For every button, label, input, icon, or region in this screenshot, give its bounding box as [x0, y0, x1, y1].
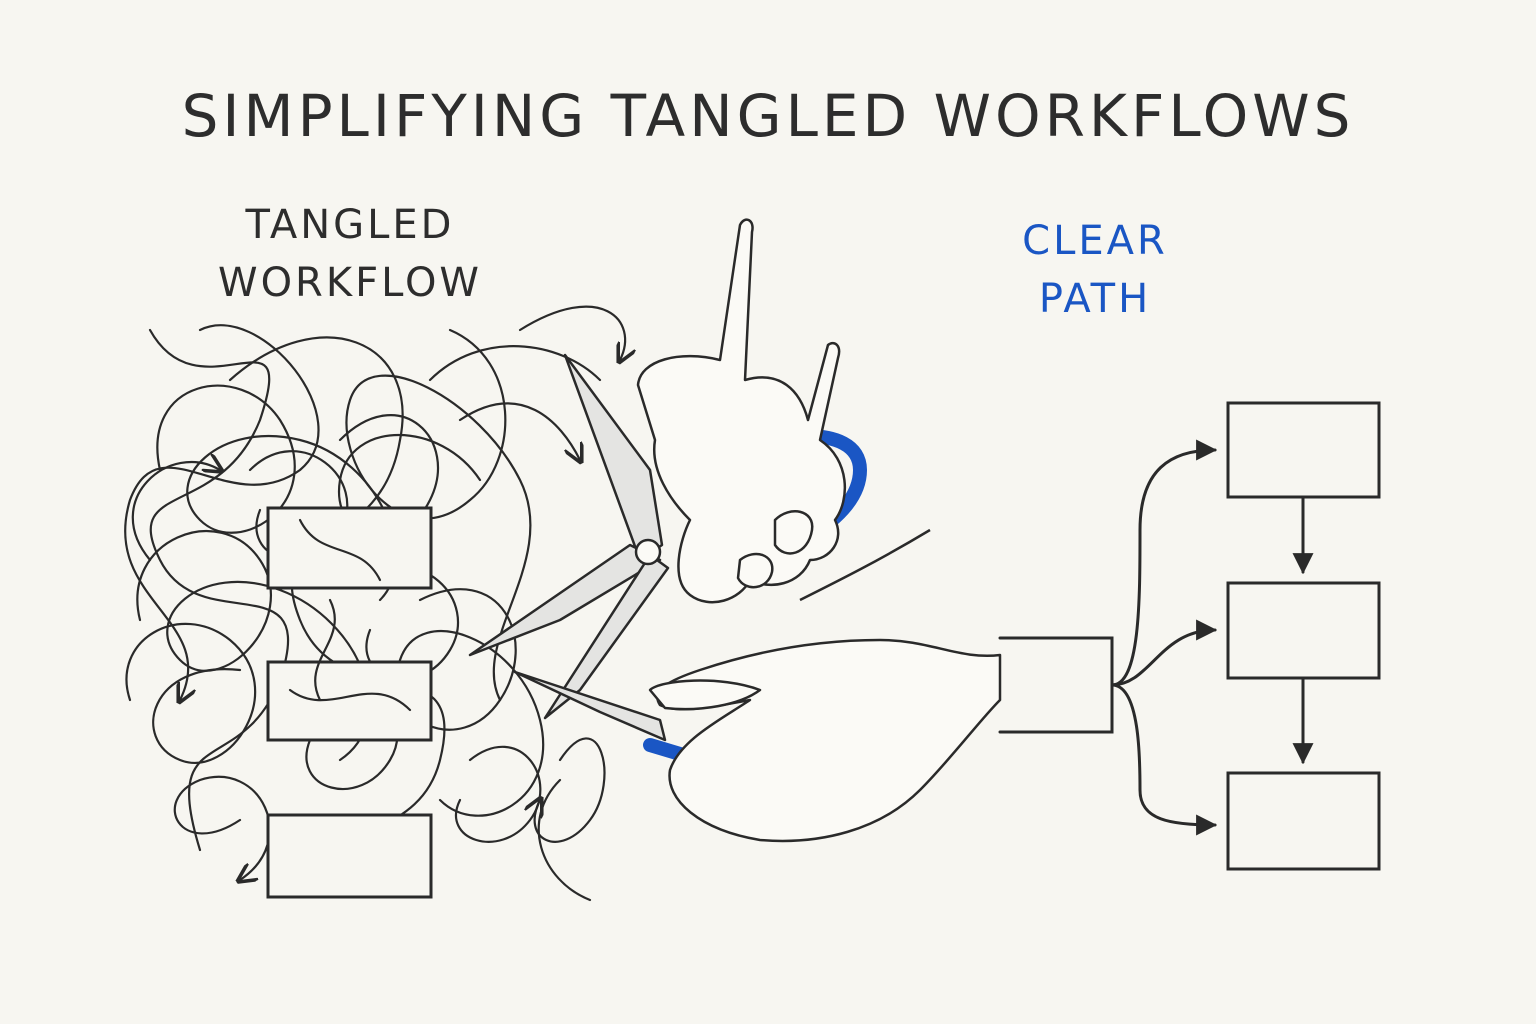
- tangled-step-box-2: [266, 660, 433, 742]
- tangled-label-line2: WORKFLOW: [218, 260, 482, 306]
- source-step-bracket: [998, 636, 1114, 734]
- branch-arrow-middle: [1110, 619, 1218, 687]
- tangled-step-box-1: [266, 506, 433, 590]
- clear-label-line2: PATH: [1038, 276, 1152, 322]
- right-hand-icon: [648, 528, 1002, 843]
- clear-step-box-1: [1226, 401, 1381, 499]
- clear-step-box-2: [1226, 581, 1381, 680]
- tangled-step-box-3: [266, 813, 433, 899]
- clear-path-label: CLEAR PATH: [960, 212, 1230, 328]
- clear-label-line1: CLEAR: [1022, 218, 1168, 264]
- branch-arrow-top: [1110, 439, 1218, 687]
- clear-path-flowchart: [998, 401, 1381, 871]
- left-hand-icon: [636, 218, 846, 604]
- clear-step-box-3: [1226, 771, 1381, 871]
- diagram-title: SIMPLIFYING TANGLED WORKFLOWS: [181, 82, 1355, 150]
- tangled-label-line1: TANGLED: [245, 202, 455, 248]
- branch-arrow-bottom: [1110, 683, 1218, 836]
- tangled-workflow-label: TANGLED WORKFLOW: [170, 196, 530, 312]
